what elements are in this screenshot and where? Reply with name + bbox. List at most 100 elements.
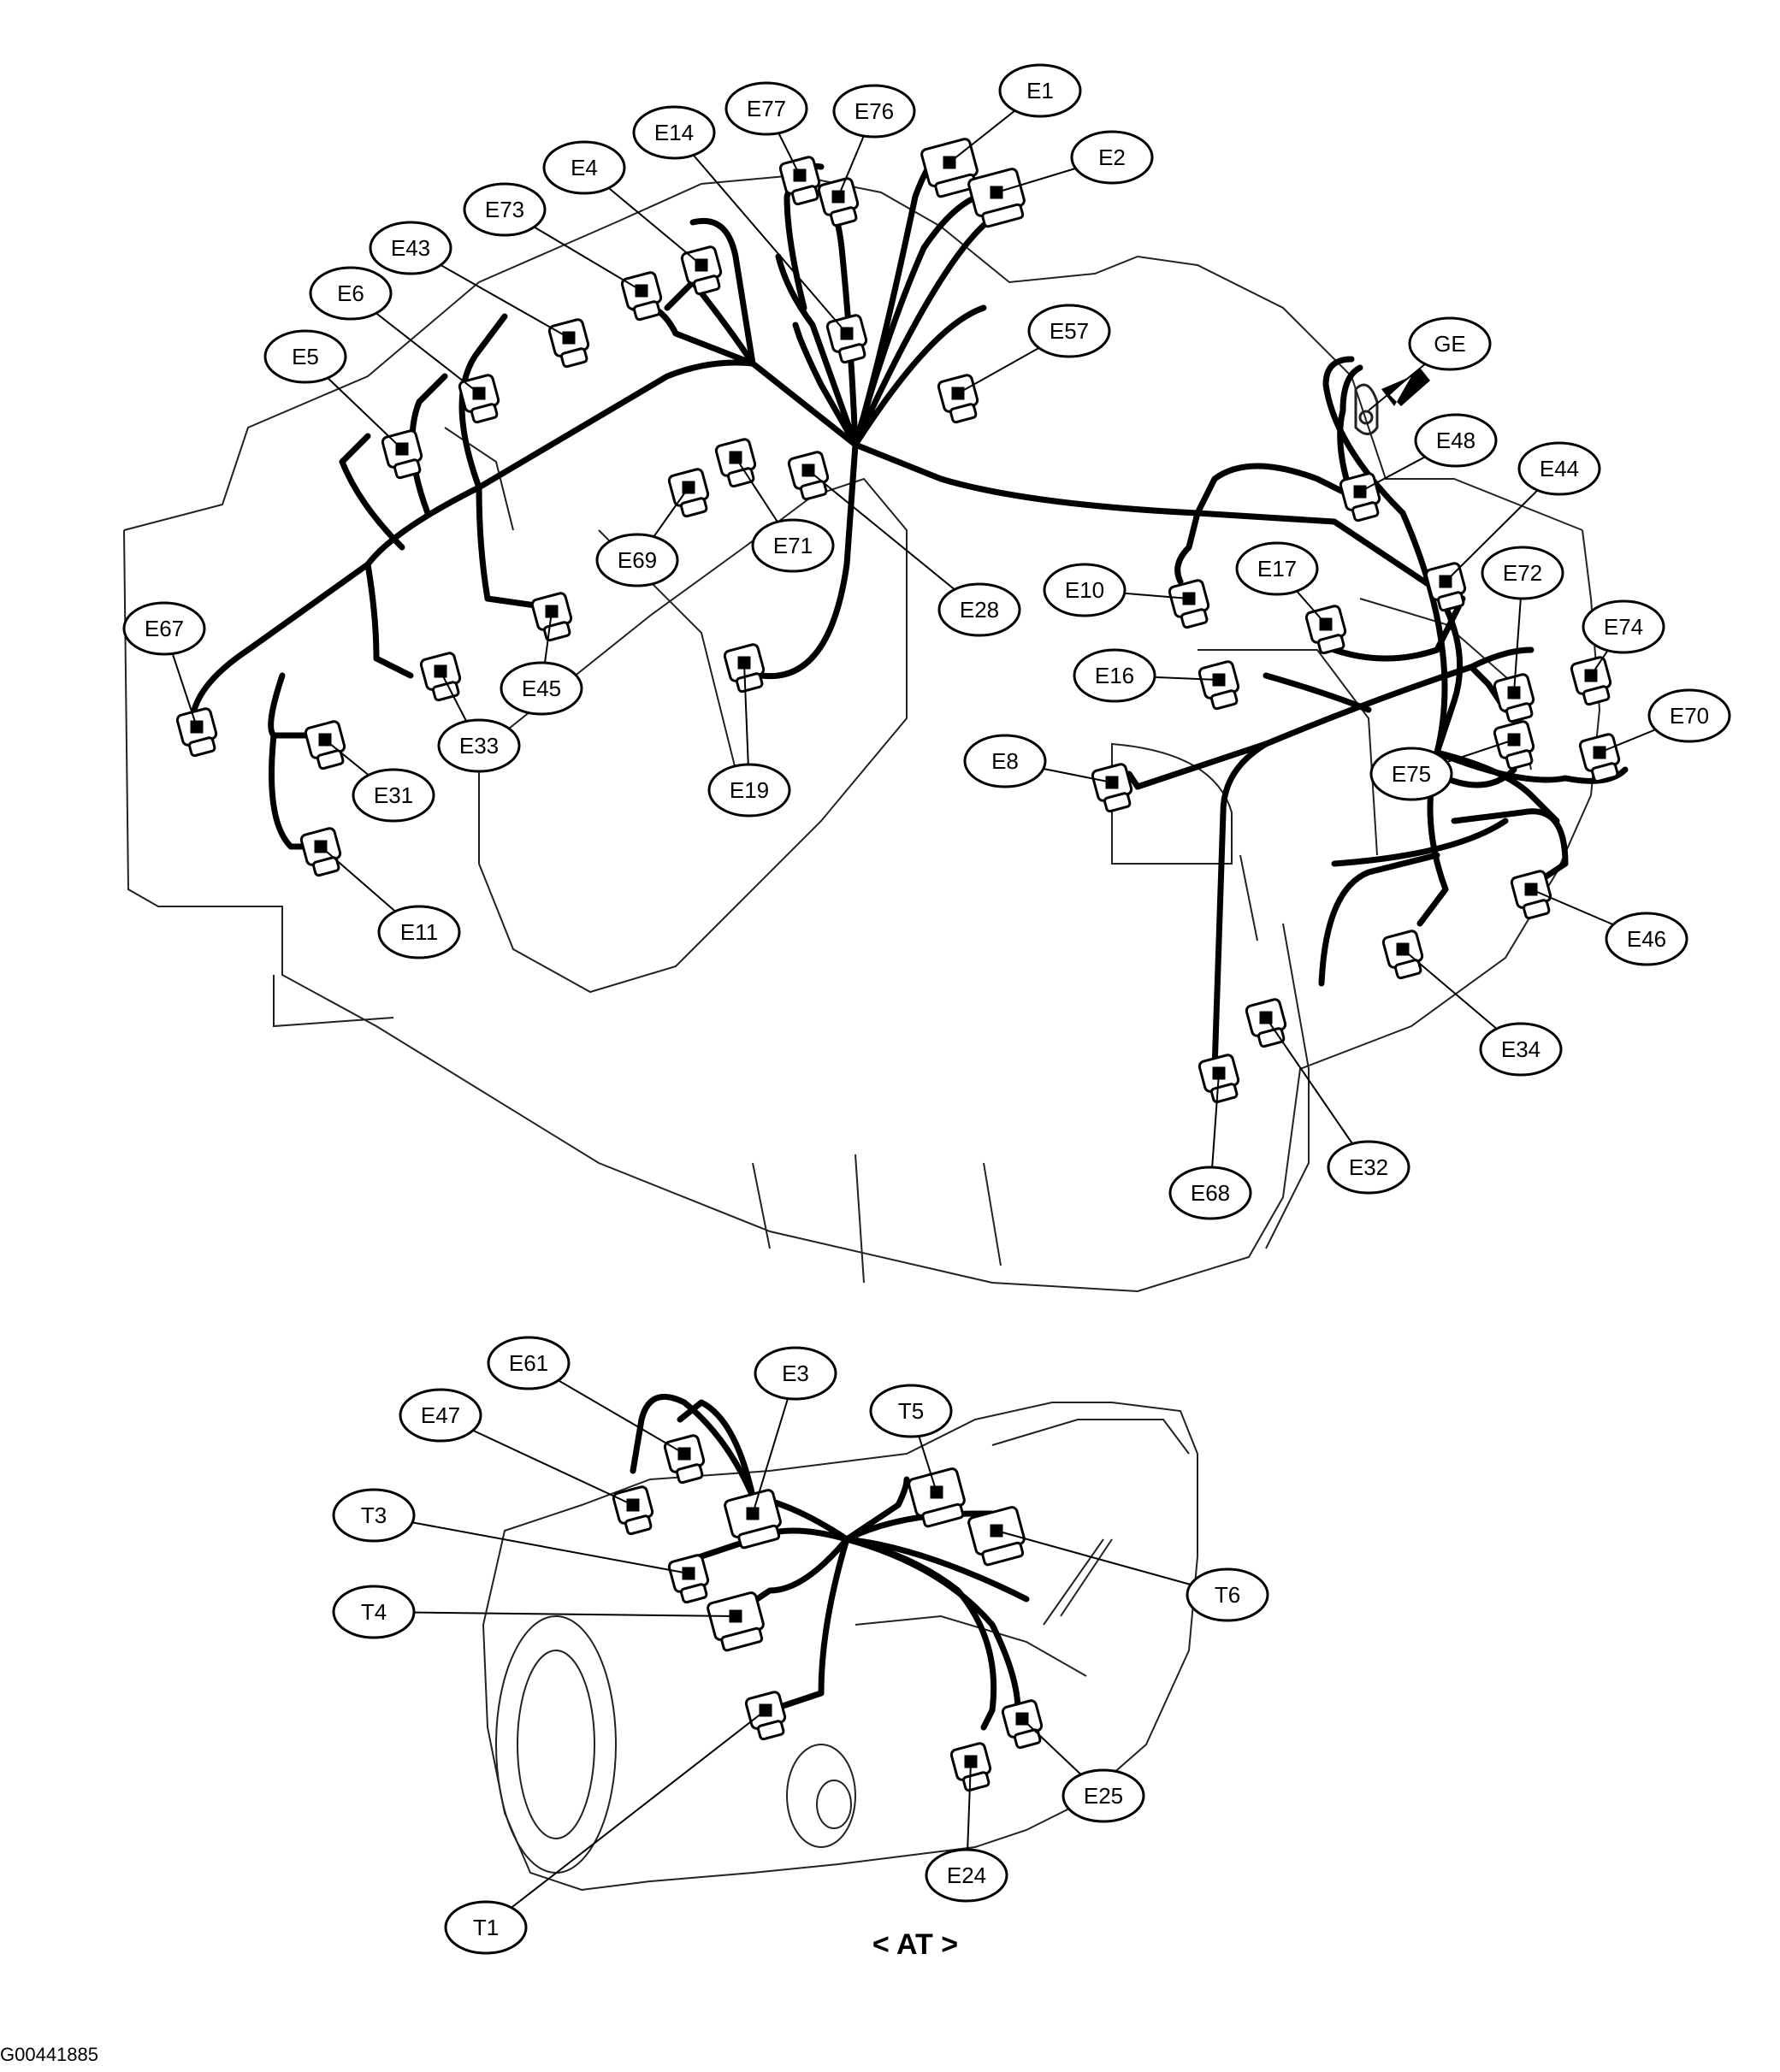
callout-e71: E71 bbox=[751, 518, 835, 573]
connector-e47 bbox=[612, 1485, 654, 1536]
figure-caption: < AT > bbox=[872, 1928, 958, 1961]
callout-e28: E28 bbox=[937, 582, 1021, 637]
connector-e69 bbox=[667, 468, 710, 518]
connector-e25 bbox=[1001, 1699, 1044, 1750]
connector-e76 bbox=[817, 177, 860, 227]
callout-label: E2 bbox=[1098, 145, 1126, 170]
callout-e34: E34 bbox=[1479, 1022, 1563, 1077]
callout-ge: GE bbox=[1408, 316, 1492, 371]
callout-labels: E1E2E3E4E5E6E8E10E11E14E16E17E19E24E25E2… bbox=[122, 63, 1731, 1955]
leader-e32 bbox=[1265, 1017, 1369, 1168]
callout-t6: T6 bbox=[1186, 1567, 1269, 1622]
callout-label: E61 bbox=[509, 1350, 548, 1376]
callout-label: E33 bbox=[459, 733, 499, 759]
callout-e11: E11 bbox=[377, 905, 461, 959]
connector-e74 bbox=[1570, 656, 1612, 706]
connector-e16 bbox=[1198, 660, 1240, 711]
connector-t3 bbox=[667, 1554, 710, 1604]
callout-e76: E76 bbox=[832, 84, 916, 139]
connector-e67 bbox=[175, 707, 218, 758]
callout-e43: E43 bbox=[369, 221, 452, 275]
callout-e73: E73 bbox=[463, 182, 547, 237]
callout-label: E67 bbox=[145, 616, 184, 641]
callout-e46: E46 bbox=[1605, 912, 1688, 966]
callout-label: E73 bbox=[485, 197, 524, 222]
callout-label: E3 bbox=[782, 1361, 809, 1386]
connector-e2 bbox=[967, 168, 1026, 228]
callout-e77: E77 bbox=[724, 81, 808, 136]
connector-e34 bbox=[1381, 930, 1424, 980]
callout-e8: E8 bbox=[963, 734, 1047, 788]
callout-e2: E2 bbox=[1070, 130, 1154, 185]
callout-label: E24 bbox=[947, 1862, 986, 1888]
connector-e43 bbox=[547, 318, 590, 369]
leader-e28 bbox=[807, 469, 980, 611]
callout-label: E45 bbox=[522, 676, 561, 701]
connector-e5 bbox=[381, 429, 423, 480]
callout-e61: E61 bbox=[487, 1336, 571, 1390]
callout-e25: E25 bbox=[1061, 1768, 1145, 1823]
callout-t4: T4 bbox=[332, 1585, 416, 1639]
callout-e10: E10 bbox=[1043, 563, 1127, 617]
callout-e67: E67 bbox=[122, 601, 206, 656]
callout-label: E72 bbox=[1503, 560, 1542, 586]
connector-e14 bbox=[825, 314, 868, 364]
connector-e31 bbox=[304, 720, 346, 770]
callout-label: E8 bbox=[991, 748, 1019, 774]
callout-label: E76 bbox=[855, 98, 894, 124]
callout-label: E17 bbox=[1257, 556, 1297, 581]
leader-t3 bbox=[373, 1514, 689, 1574]
callout-e72: E72 bbox=[1481, 546, 1564, 600]
callout-label: E1 bbox=[1026, 78, 1054, 103]
connector-e70 bbox=[1578, 733, 1621, 783]
callout-e45: E45 bbox=[500, 661, 583, 716]
callout-label: E32 bbox=[1349, 1154, 1388, 1180]
figure-id: G00441885 bbox=[0, 2044, 98, 2065]
callout-label: E71 bbox=[773, 533, 813, 558]
callout-e17: E17 bbox=[1235, 541, 1319, 596]
callout-label: E6 bbox=[337, 280, 364, 306]
callout-e31: E31 bbox=[352, 768, 435, 823]
callout-t3: T3 bbox=[332, 1488, 416, 1543]
callout-label: E10 bbox=[1065, 577, 1104, 603]
callout-e1: E1 bbox=[998, 63, 1082, 118]
callout-label: E69 bbox=[618, 547, 657, 573]
callout-label: T1 bbox=[473, 1915, 499, 1940]
callout-e3: E3 bbox=[754, 1346, 837, 1401]
callout-label: E75 bbox=[1392, 761, 1431, 787]
callout-label: E11 bbox=[400, 919, 438, 945]
connector-e57 bbox=[937, 374, 979, 424]
connector-e11 bbox=[299, 827, 342, 877]
callout-t5: T5 bbox=[869, 1384, 953, 1438]
leader-t4 bbox=[373, 1611, 736, 1617]
callout-e47: E47 bbox=[399, 1388, 482, 1443]
connector-e33 bbox=[419, 652, 462, 702]
callout-e24: E24 bbox=[925, 1848, 1008, 1903]
callout-label: E74 bbox=[1604, 614, 1643, 640]
callout-label: T3 bbox=[361, 1502, 387, 1528]
connector-e46 bbox=[1510, 870, 1552, 920]
callout-label: E19 bbox=[730, 777, 769, 803]
callout-t1: T1 bbox=[444, 1900, 528, 1955]
callout-e16: E16 bbox=[1073, 648, 1156, 703]
callout-e57: E57 bbox=[1027, 304, 1111, 358]
callout-label: E14 bbox=[654, 120, 694, 145]
callout-e44: E44 bbox=[1517, 441, 1601, 496]
callout-label: T5 bbox=[898, 1398, 924, 1424]
ground-arrow-icon bbox=[1381, 368, 1430, 406]
callout-label: E70 bbox=[1670, 703, 1709, 729]
callout-e48: E48 bbox=[1414, 413, 1498, 468]
connector-t4 bbox=[707, 1591, 765, 1652]
connector-e73 bbox=[620, 271, 663, 322]
callout-label: E47 bbox=[421, 1402, 460, 1428]
callout-label: GE bbox=[1434, 331, 1466, 357]
callout-label: E31 bbox=[374, 782, 413, 808]
callout-e74: E74 bbox=[1582, 599, 1665, 654]
leader-t6 bbox=[996, 1530, 1228, 1596]
connector-e10 bbox=[1168, 579, 1210, 629]
leader-e14 bbox=[673, 132, 848, 334]
connector-t1 bbox=[744, 1691, 787, 1741]
callout-label: T4 bbox=[361, 1599, 387, 1625]
leader-t1 bbox=[485, 1709, 766, 1928]
